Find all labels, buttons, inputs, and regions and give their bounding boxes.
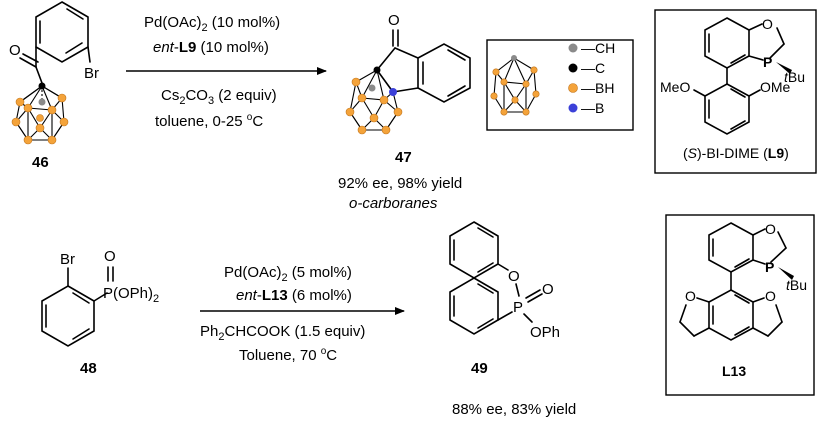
ring-oxygen-label-49: O [508, 268, 520, 285]
l13-tbu-label: tBu [786, 277, 807, 293]
ligand-text: ent-L9 (10 mol%) [153, 39, 269, 56]
compound-47: O [338, 12, 471, 212]
ketone-oxygen-label: O [388, 12, 400, 29]
gray-dot-icon [568, 43, 578, 53]
legend-label-ch: —CH [581, 40, 615, 56]
l13-phosphorus-label: P [765, 259, 774, 275]
cage-legend-box: —CH —C —BH —B [486, 39, 634, 131]
solvent-temperature-text: toluene, 0-25 oC [155, 112, 263, 130]
compound-49: O P O OPh 49 88% ee, 83% yield [449, 221, 576, 418]
oxo-label-49: O [542, 281, 554, 298]
catalyst-text-bottom: Pd(OAc)2 (5 mol%) [224, 264, 352, 284]
legend-label-b: —B [581, 100, 604, 116]
carbonyl-oxygen-label: O [9, 42, 21, 59]
blue-dot-icon [568, 103, 578, 113]
l9-methoxy-left: MeO [660, 79, 690, 95]
solvent-temperature-text-bottom: Toluene, 70 oC [239, 346, 337, 364]
carborane-cage-46 [11, 82, 69, 145]
result-text-49: 88% ee, 83% yield [452, 401, 576, 418]
catalyst-text: Pd(OAc)2 (10 mol%) [144, 14, 280, 34]
l13-oxygen-label: O [765, 221, 776, 237]
compound-46: Br O [9, 1, 99, 171]
l13-ligand-name: L13 [722, 363, 746, 379]
base-text: Cs2CO3 (2 equiv) [161, 87, 277, 107]
compound-label-46: 46 [32, 154, 49, 171]
ligand-text-bottom: ent-L13 (6 mol%) [236, 287, 352, 304]
legend-row-c: —C [568, 60, 605, 76]
l13-furan-oxygen-right: O [765, 288, 776, 304]
ligand-box-l13: O P tBu O O L13 [665, 214, 815, 396]
legend-row-bh: —BH [568, 80, 614, 96]
l9-tbu-label: tBu [784, 69, 805, 85]
l9-methoxy-right: OMe [760, 79, 791, 95]
compound-48: Br O P(OPh)2 48 [41, 248, 159, 377]
ligand-box-l9: O P tBu MeO OMe (S)-BI-DIME (L9) [654, 9, 817, 174]
result-text-47: 92% ee, 98% yield [338, 175, 462, 192]
phosphorus-label-49: P [513, 299, 523, 316]
black-dot-icon [568, 63, 578, 73]
phenoxy-label-49: OPh [530, 324, 560, 341]
p-oxygen-label-48: O [104, 248, 116, 265]
legend-label-c: —C [581, 60, 605, 76]
compound-label-48: 48 [80, 360, 97, 377]
carborane-class-text: o-carboranes [349, 195, 438, 212]
legend-cage-icon [490, 55, 540, 116]
orange-dot-icon [568, 83, 578, 93]
legend-label-bh: —BH [581, 80, 614, 96]
legend-row-ch: —CH [568, 40, 615, 56]
base-text-bottom: Ph2CHCOOK (1.5 equiv) [200, 323, 365, 343]
compound-label-49: 49 [471, 360, 488, 377]
compound-label-47: 47 [395, 149, 412, 166]
l9-oxygen-label: O [762, 16, 773, 32]
bromine-label: Br [84, 65, 99, 82]
bromine-label-48: Br [60, 251, 75, 268]
legend-row-b: —B [568, 100, 604, 116]
reaction-conditions-bottom: Pd(OAc)2 (5 mol%) ent-L13 (6 mol%) Ph2CH… [200, 264, 405, 364]
l9-ligand-name: (S)-BI-DIME (L9) [683, 145, 789, 161]
l13-furan-oxygen-left: O [685, 288, 696, 304]
carborane-cage-47 [345, 66, 403, 135]
l9-phosphorus-label: P [763, 54, 772, 70]
phosphonate-label-48: P(OPh)2 [103, 285, 159, 305]
reaction-conditions-top: Pd(OAc)2 (10 mol%) ent-L9 (10 mol%) Cs2C… [126, 14, 327, 130]
